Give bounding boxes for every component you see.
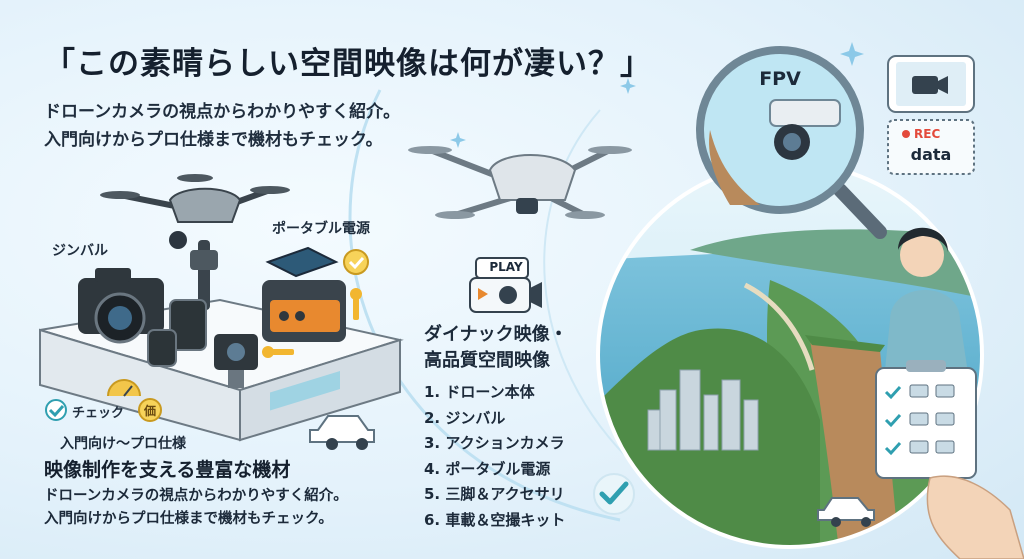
list-item: 4. ポータブル電源 (424, 459, 551, 478)
equipment-list: 1. ドローン本体 2. ジンバル 3. アクションカメラ 4. ポータブル電源… (424, 380, 565, 533)
list-item: 1. ドローン本体 (424, 383, 535, 401)
section-description: ドローンカメラの視点からわかりやすく紹介。 入門向けからプロ仕様まで機材もチェッ… (44, 485, 348, 531)
check-circle (45, 399, 67, 421)
description-line: 入門向けからプロ仕様まで機材もチェック。 (44, 511, 333, 527)
list-item: 6. 車載＆空撮キット (424, 510, 566, 529)
drone-icon (408, 146, 632, 219)
magnifier-icon (696, 46, 887, 239)
list-item: 2. ジンバル (424, 408, 506, 427)
check-icon (599, 481, 629, 505)
subtitle-line: ドローンカメラの視点からわかりやすく紹介。 (44, 102, 401, 122)
rec-dot-icon (902, 130, 910, 138)
gold-check-badge (343, 249, 369, 275)
sparkle-icon (450, 42, 864, 148)
check-icon (48, 405, 65, 418)
car-icon (309, 415, 375, 450)
list-item: 5. 三脚＆アクセサリ (424, 485, 565, 503)
description-line: ドローンカメラの視点からわかりやすく紹介。 (44, 488, 348, 504)
action-camera-icon (214, 334, 258, 388)
play-label: PLAY (489, 260, 523, 274)
checklist-board (875, 360, 977, 479)
fpv-label: FPV (759, 68, 801, 90)
range-tag: 入門向け〜プロ仕様 (60, 436, 186, 452)
section-heading: 映像制作を支える豊富な機材 (44, 459, 291, 481)
rec-label: REC (914, 127, 940, 141)
check-label: チェック (72, 406, 125, 421)
subtitle-line: 入門向けからプロ仕様まで機材もチェック。 (44, 130, 383, 150)
page-title: 「この素晴らしい空間映像は何が凄い？」 (44, 46, 652, 82)
middle-heading-line: 高品質空間映像 (424, 350, 550, 371)
middle-heading-line: ダイナック映像・ (424, 324, 568, 345)
camera-screen-icon (887, 55, 975, 113)
middle-heading: ダイナック映像・ 高品質空間映像 (424, 322, 568, 374)
lens-icon (147, 299, 207, 367)
portable-power-icon (262, 246, 346, 342)
gimbal-icon (190, 240, 218, 310)
gauge-icon (107, 379, 141, 397)
check-icon (348, 257, 365, 270)
subtitle: ドローンカメラの視点からわかりやすく紹介。 入門向けからプロ仕様まで機材もチェッ… (44, 98, 400, 154)
price-badge-label: 価 (143, 403, 156, 418)
gimbal-label: ジンバル (52, 243, 108, 259)
dslr-camera-icon (78, 268, 164, 344)
hand-illustration (926, 475, 1024, 559)
price-badge (138, 398, 162, 422)
car-icon (817, 497, 875, 527)
swirl-line (543, 109, 641, 471)
key-icon (262, 288, 362, 358)
drone-left-icon (100, 174, 290, 249)
portable-power-label: ポータブル電源 (272, 221, 370, 237)
list-item: 3. アクションカメラ (424, 434, 565, 452)
play-camera-icon (469, 257, 542, 313)
data-label: data (911, 145, 952, 164)
